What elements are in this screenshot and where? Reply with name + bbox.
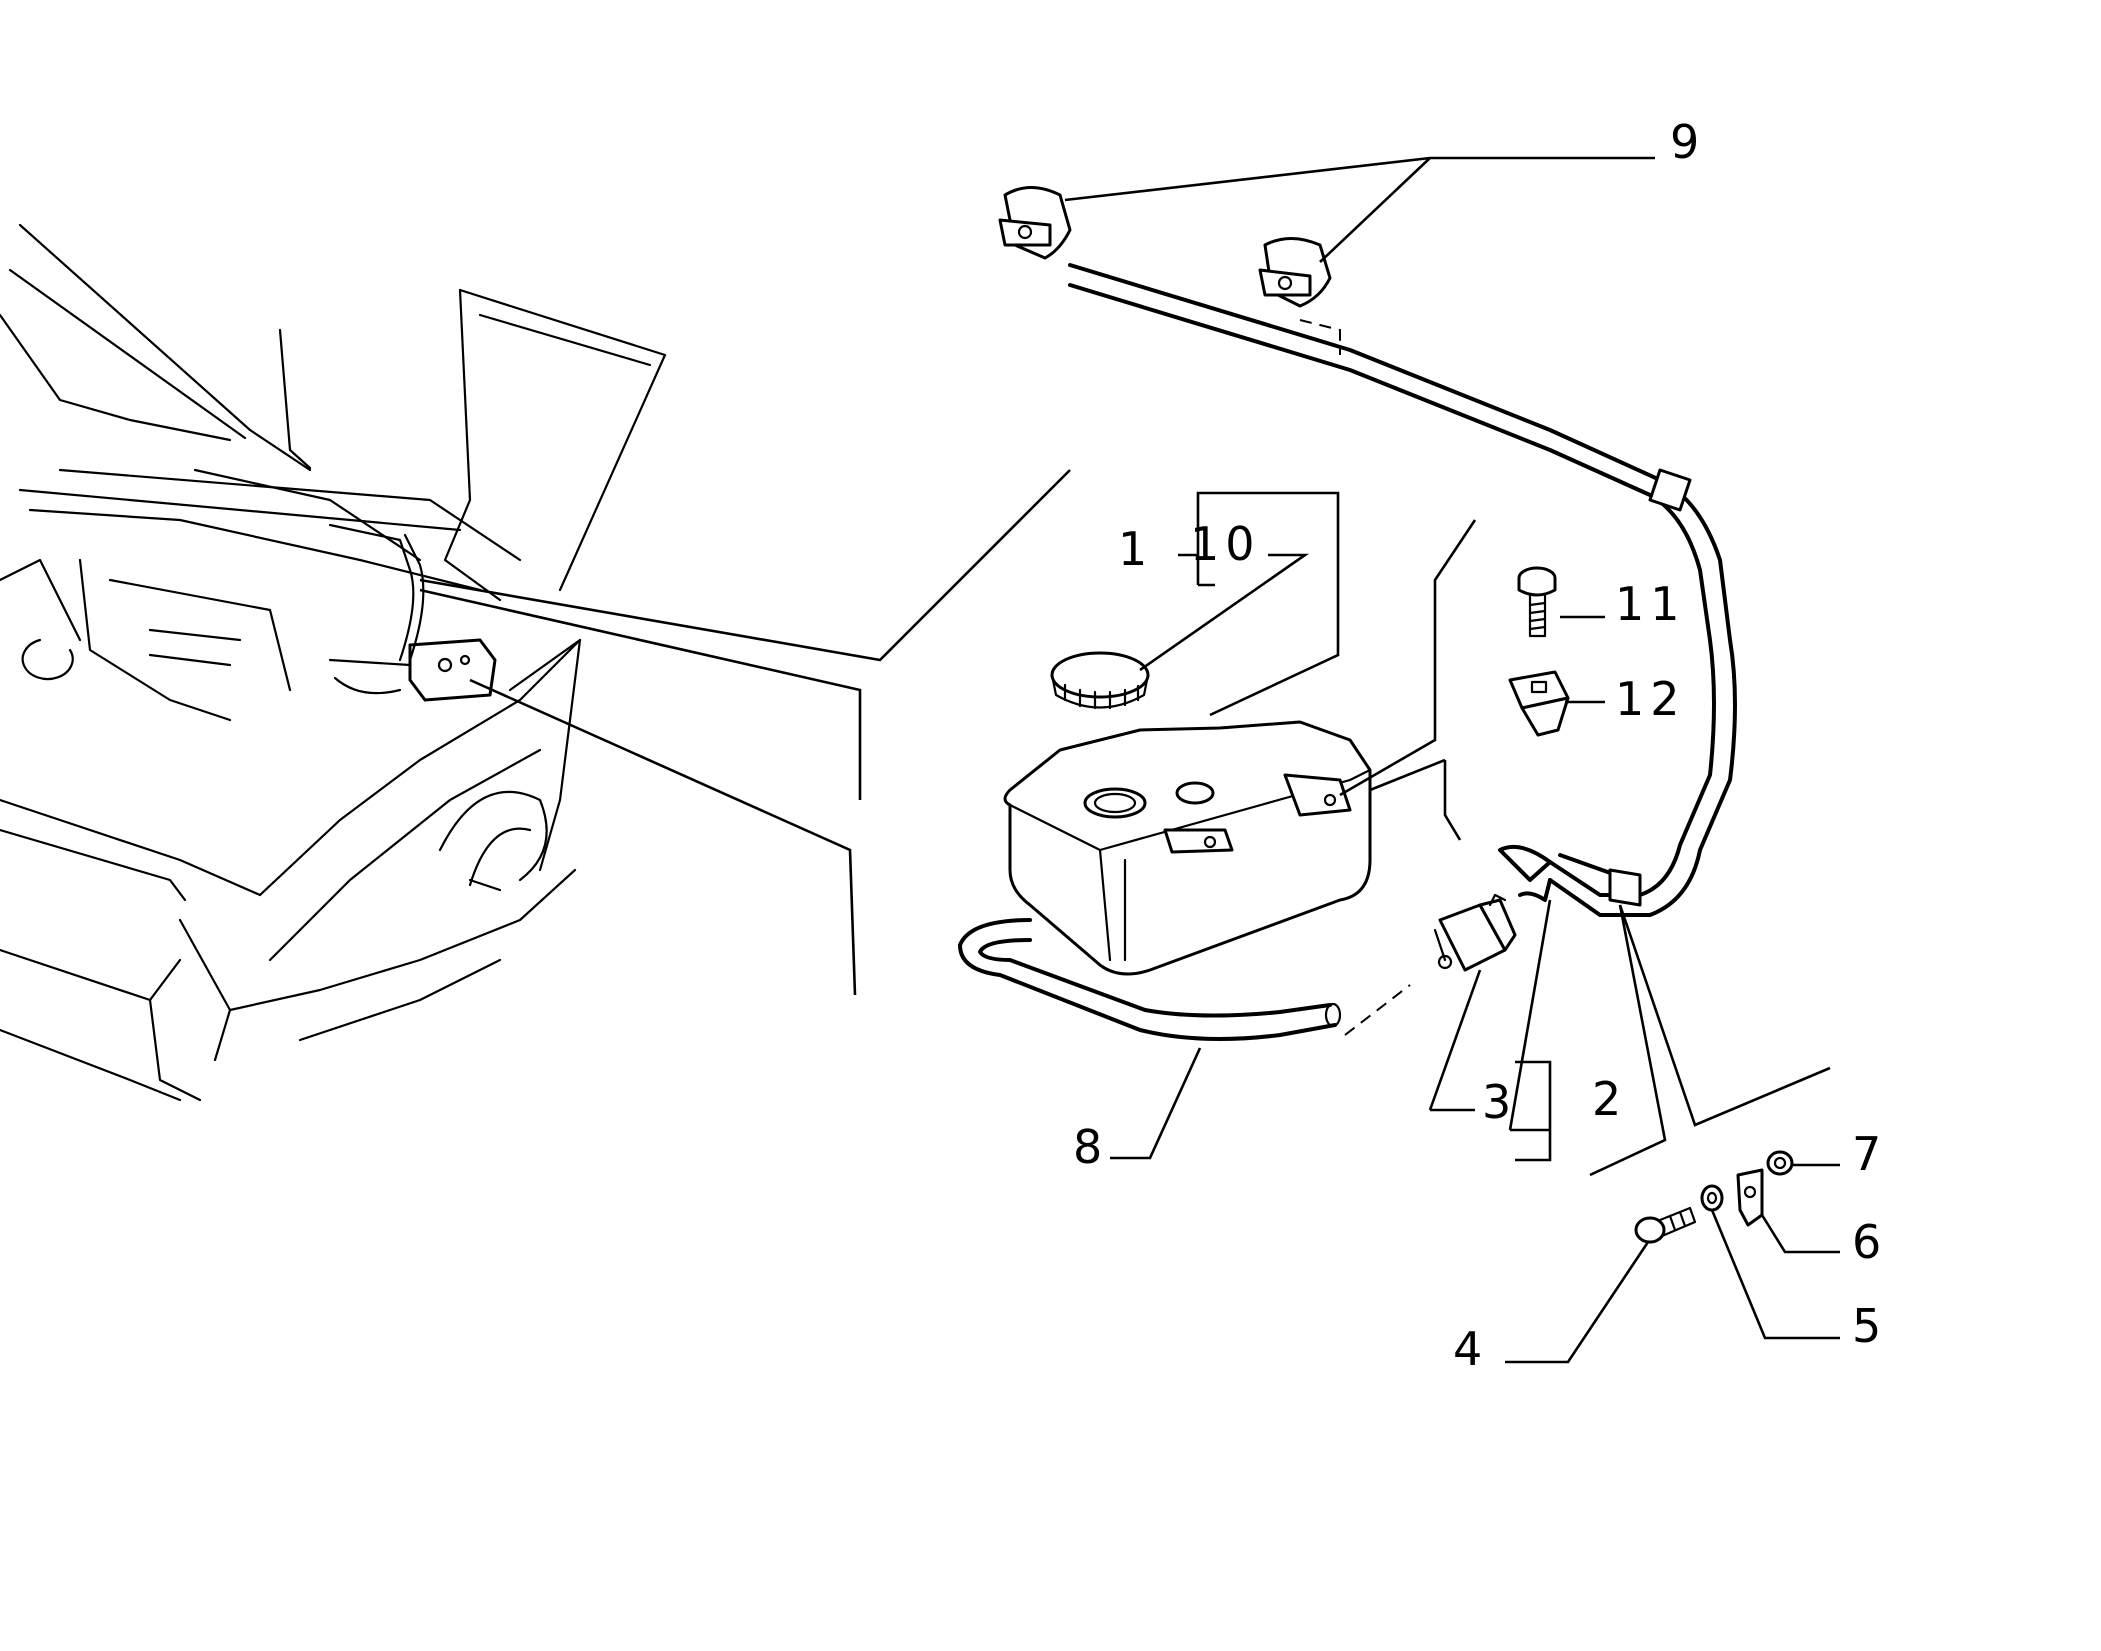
callout-11: 11 [1615, 577, 1686, 631]
callout-leaders [1064, 156, 1840, 1364]
clip-nut-12 [1508, 670, 1570, 737]
callout-7: 7 [1852, 1127, 1887, 1181]
callout-10: 10 [1190, 517, 1261, 571]
callout-3: 3 [1482, 1075, 1517, 1129]
callout-12: 12 [1615, 672, 1686, 726]
reservoir-cap [1050, 651, 1150, 710]
bracket-6 [1736, 1168, 1764, 1227]
car-rear-illustration [0, 223, 667, 1102]
projection-lines [419, 469, 1071, 996]
washer-reservoir [1003, 720, 1372, 976]
nut-7 [1766, 1150, 1794, 1176]
callout-8: 8 [1073, 1120, 1108, 1174]
bolt-4 [1634, 1206, 1697, 1244]
washer-hose [1068, 263, 1737, 917]
washer-nozzle-right [1258, 237, 1332, 308]
callout-9: 9 [1670, 115, 1705, 169]
callout-5: 5 [1852, 1299, 1887, 1353]
callout-1: 1 [1118, 522, 1153, 576]
bolt-11 [1517, 566, 1557, 638]
callout-2: 2 [1592, 1072, 1627, 1126]
callout-4: 4 [1453, 1322, 1488, 1376]
washer-5 [1700, 1184, 1724, 1212]
reservoir-tube [958, 918, 1411, 1041]
washer-nozzle-left [998, 186, 1072, 260]
washer-pump [1433, 893, 1517, 972]
callout-6: 6 [1852, 1215, 1887, 1269]
callout-numbers: 9 1 10 11 12 8 3 2 7 6 5 4 [1073, 115, 1887, 1376]
